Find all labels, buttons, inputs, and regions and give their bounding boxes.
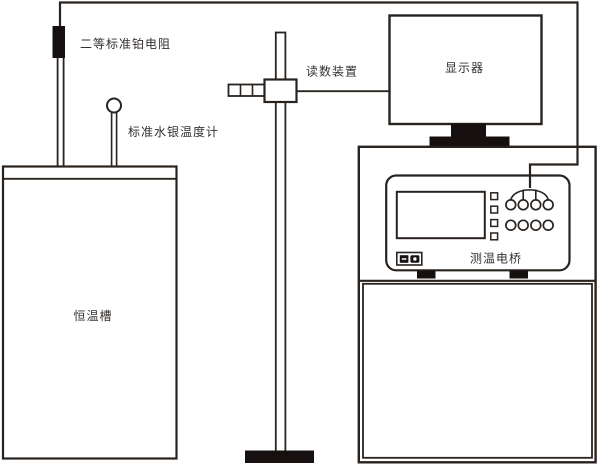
label-reading-device: 读数装置 — [306, 64, 358, 79]
wire-path — [58, 1, 579, 188]
knob — [517, 199, 529, 211]
probe-head — [52, 26, 65, 58]
monitor-screen — [388, 14, 543, 126]
indicator-square-1 — [490, 192, 499, 201]
power-switch — [395, 251, 423, 266]
indicator-square-3 — [490, 218, 499, 228]
stand-base — [245, 450, 314, 463]
monitor-base — [429, 136, 510, 146]
knob — [517, 219, 529, 231]
telescope-tube — [227, 83, 266, 97]
monitor-neck — [451, 123, 486, 137]
knob — [505, 219, 517, 231]
knob — [542, 199, 554, 211]
dot-icon — [413, 257, 417, 261]
stand — [245, 31, 314, 463]
bath-body — [1, 165, 178, 460]
platinum-resistor-probe — [52, 26, 65, 167]
knob — [530, 219, 542, 231]
terminal-knobs-top-row — [505, 199, 554, 211]
mercury-thermometer — [106, 97, 122, 167]
wire-fan-arc — [510, 189, 549, 201]
monitor — [388, 14, 543, 146]
reading-device — [227, 78, 390, 104]
knob — [542, 219, 554, 231]
reading-device-body — [263, 78, 298, 104]
label-platinum-resistor: 二等标准铂电阻 — [80, 36, 171, 51]
label-bridge: 测温电桥 — [470, 252, 522, 266]
bridge-foot-right — [509, 270, 528, 279]
indicator-square-4 — [490, 232, 499, 241]
label-mercury-thermometer: 标准水银温度计 — [128, 124, 219, 139]
bridge-display-screen — [395, 190, 486, 240]
knob — [505, 199, 517, 211]
constant-temperature-bath — [1, 165, 178, 460]
label-monitor: 显示器 — [445, 61, 484, 75]
thermometer-bulb — [106, 97, 122, 114]
knob — [530, 199, 542, 211]
indicator-square-2 — [490, 205, 499, 214]
console-lower-panel — [362, 282, 593, 459]
signal-wire — [58, 1, 579, 201]
bridge-console — [357, 145, 597, 464]
label-bath: 恒温槽 — [73, 309, 112, 323]
terminal-knobs-bottom-row — [505, 219, 554, 231]
bridge-foot-left — [417, 270, 436, 279]
